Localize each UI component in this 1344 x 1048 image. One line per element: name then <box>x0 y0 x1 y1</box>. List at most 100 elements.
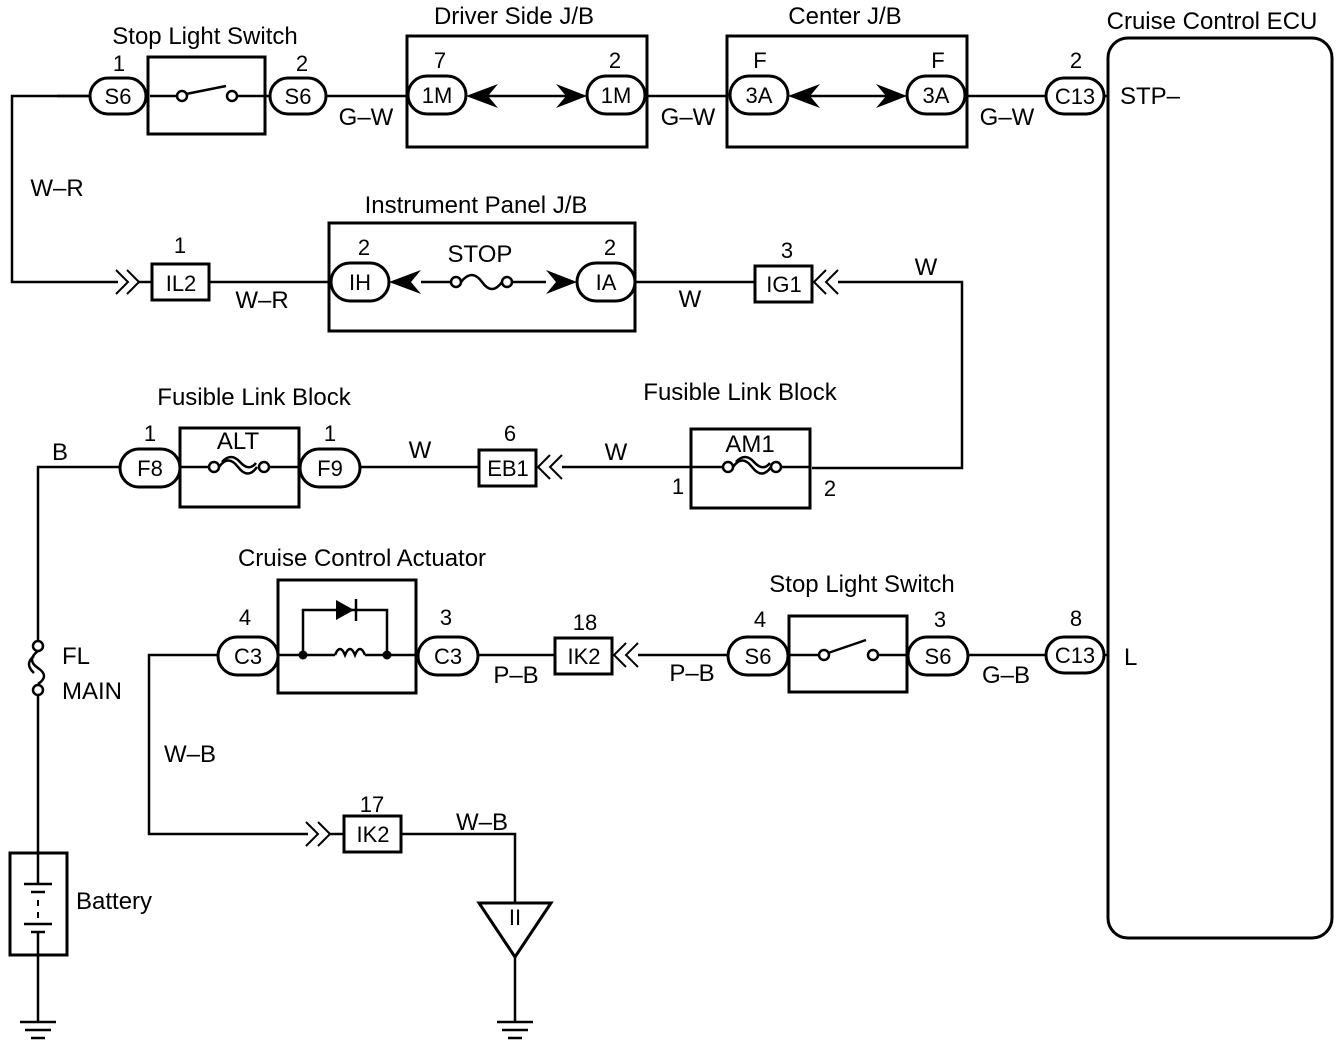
svg-text:3: 3 <box>440 605 452 630</box>
svg-text:2: 2 <box>296 51 308 76</box>
wire-label-w: W <box>605 439 628 466</box>
svg-text:Cruise Control ECU: Cruise Control ECU <box>1107 8 1318 35</box>
wire-label-b: B <box>52 439 68 466</box>
connector-s6-pin1: 1 S6 <box>88 51 148 116</box>
connector-c3-pin4: 4 C3 <box>216 605 280 677</box>
battery-label: Battery <box>76 888 152 915</box>
svg-text:Instrument Panel J/B: Instrument Panel J/B <box>365 192 588 219</box>
ground-icon <box>497 957 533 1040</box>
connector-f8: 1 F8 <box>118 421 182 489</box>
connector-c3-pin3: 3 C3 <box>416 605 480 677</box>
svg-text:2: 2 <box>358 235 370 260</box>
svg-text:1: 1 <box>113 51 125 76</box>
wire-label-pb: P–B <box>493 662 538 689</box>
svg-text:2: 2 <box>1070 48 1082 73</box>
svg-text:3A: 3A <box>923 83 950 108</box>
wire-label-gw: G–W <box>661 104 716 131</box>
wire-label-wb: W–B <box>164 741 216 768</box>
ground-point-icon: II <box>476 901 554 960</box>
wire-label-w: W <box>409 437 432 464</box>
stop-light-switch-top: Stop Light Switch <box>112 23 298 136</box>
stop-light-switch-top-label: Stop Light Switch <box>112 23 297 50</box>
svg-text:C3: C3 <box>434 644 462 669</box>
svg-text:3: 3 <box>781 238 793 263</box>
connector-ik2-18: 18 IK2 <box>553 610 639 676</box>
connector-ig1: 3 IG1 <box>753 238 839 304</box>
svg-text:S6: S6 <box>105 84 132 109</box>
svg-text:C13: C13 <box>1055 643 1095 668</box>
wire-label-wb: W–B <box>456 809 508 836</box>
cruise-control-actuator <box>276 578 418 695</box>
driver-side-jb: Driver Side J/B 7 2 1M 1M <box>405 3 649 149</box>
svg-text:EB1: EB1 <box>487 456 529 481</box>
svg-text:2: 2 <box>609 48 621 73</box>
fuse-alt: ALT <box>178 426 301 509</box>
svg-text:F9: F9 <box>317 456 343 481</box>
fuse-stop-icon <box>449 273 514 291</box>
wire-label-gw: G–W <box>339 104 394 131</box>
connector-eb1: 6 EB1 <box>477 421 563 488</box>
svg-text:1M: 1M <box>422 83 453 108</box>
svg-text:F: F <box>931 48 944 73</box>
ecu-pin-l: L <box>1124 644 1137 671</box>
ground-icon <box>20 955 56 1040</box>
svg-text:IK2: IK2 <box>567 644 600 669</box>
stop-light-switch-bottom-label: Stop Light Switch <box>769 571 954 598</box>
svg-text:C13: C13 <box>1055 84 1095 109</box>
svg-text:FL: FL <box>62 643 90 670</box>
ecu-pin-stp: STP– <box>1120 83 1181 110</box>
svg-text:7: 7 <box>434 48 446 73</box>
center-jb: Center J/B F F 3A 3A <box>725 3 969 149</box>
svg-text:Driver Side J/B: Driver Side J/B <box>434 3 594 30</box>
svg-text:1: 1 <box>324 421 336 446</box>
connector-c13-pin2: 2 C13 <box>1044 48 1106 116</box>
svg-text:1: 1 <box>144 421 156 446</box>
svg-text:4: 4 <box>754 607 766 632</box>
wire-label-wr: W–R <box>30 175 83 202</box>
svg-text:3: 3 <box>934 607 946 632</box>
svg-text:II: II <box>509 905 521 930</box>
svg-text:IH: IH <box>349 270 371 295</box>
fl-main-fuse: FL MAIN <box>27 639 122 705</box>
cruise-actuator-label: Cruise Control Actuator <box>238 545 486 572</box>
svg-text:18: 18 <box>573 610 597 635</box>
svg-text:F8: F8 <box>137 456 163 481</box>
svg-text:1M: 1M <box>601 83 632 108</box>
svg-text:8: 8 <box>1070 606 1082 631</box>
svg-text:2: 2 <box>824 476 836 501</box>
wire-label-w: W <box>679 286 702 313</box>
svg-text:IK2: IK2 <box>356 822 389 847</box>
svg-text:F: F <box>753 48 766 73</box>
connector-f9: 1 F9 <box>298 421 362 489</box>
connector-s6-pin2: 2 S6 <box>268 51 328 116</box>
svg-text:MAIN: MAIN <box>62 678 122 705</box>
svg-text:3A: 3A <box>746 83 773 108</box>
wire-label-pb: P–B <box>669 660 714 687</box>
fusible-link-block-right-label: Fusible Link Block <box>643 379 837 406</box>
wire-label-wr: W–R <box>235 287 288 314</box>
svg-text:17: 17 <box>360 792 384 817</box>
svg-text:6: 6 <box>504 421 516 446</box>
cruise-control-ecu: Cruise Control ECU STP– L <box>1106 8 1334 940</box>
svg-text:S6: S6 <box>285 84 312 109</box>
fuse-stop-label: STOP <box>448 241 513 268</box>
stop-light-switch-bottom <box>787 614 909 694</box>
wire-label-gw: G–W <box>980 104 1035 131</box>
svg-text:Center J/B: Center J/B <box>788 3 901 30</box>
connector-s6-pin4: 4 S6 <box>726 607 790 677</box>
svg-text:1: 1 <box>174 233 186 258</box>
svg-text:2: 2 <box>604 235 616 260</box>
svg-text:1: 1 <box>672 474 684 499</box>
connector-c13-pin8: 8 C13 <box>1044 606 1106 675</box>
svg-text:S6: S6 <box>745 644 772 669</box>
svg-text:IG1: IG1 <box>766 272 801 297</box>
svg-text:IA: IA <box>596 270 617 295</box>
wire-label-gb: G–B <box>982 662 1030 689</box>
connector-ik2-17: 17 IK2 <box>305 792 403 854</box>
wire-label-w: W <box>915 254 938 281</box>
instrument-panel-jb: Instrument Panel J/B 2 2 IH IA STOP <box>327 192 637 333</box>
connector-il2: 1 IL2 <box>115 233 211 302</box>
svg-text:C3: C3 <box>234 644 262 669</box>
svg-text:ALT: ALT <box>217 428 260 455</box>
